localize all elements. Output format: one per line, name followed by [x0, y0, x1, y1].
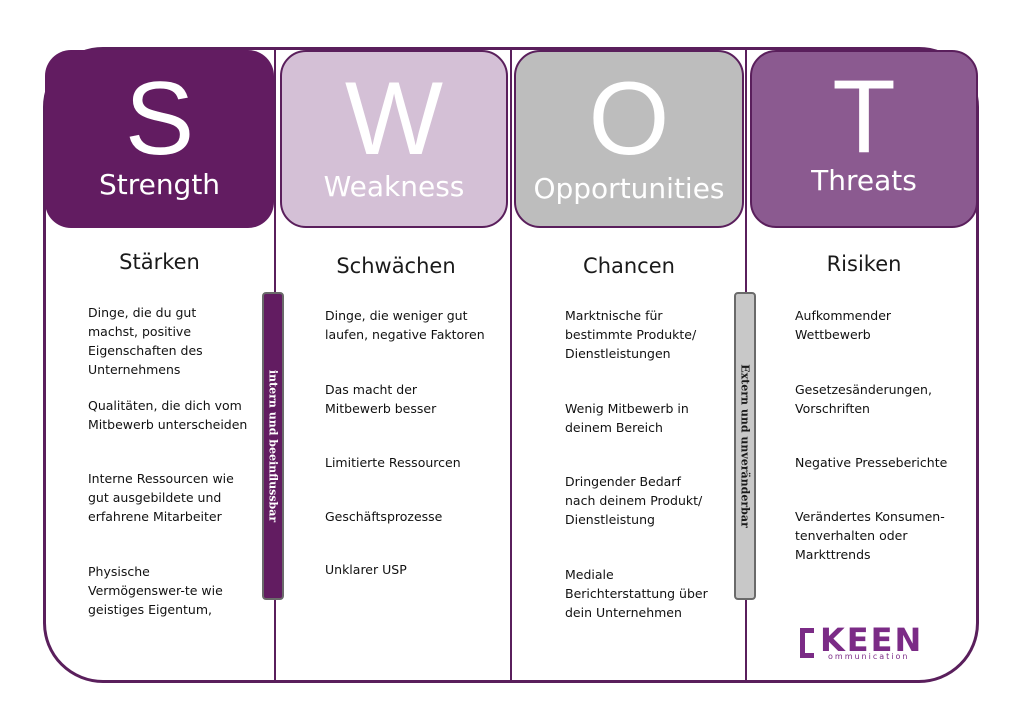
weakness-item: Limitierte Ressourcen [325, 455, 461, 470]
header-threats: T Threats [750, 50, 978, 228]
opportunities-item: Marktnische für bestimmte Produkte/ Dien… [565, 308, 697, 361]
weakness-item: Das macht der Mitbewerb besser [325, 382, 437, 416]
word-weakness: Weakness [323, 170, 465, 203]
external-label: Extern und unveränderbar [738, 364, 752, 528]
header-strength: S Strength [45, 50, 274, 228]
opportunities-item: Mediale Berichterstattung über dein Unte… [565, 567, 708, 620]
keen-logo: KEEN ommunication [798, 621, 924, 664]
letter-t: T [832, 59, 896, 175]
letter-s: S [124, 61, 195, 177]
strength-item: Qualitäten, die dich vom Mitbewerb unter… [88, 398, 248, 432]
subtitle-risiken: Risiken [826, 252, 902, 276]
swot-frame [43, 47, 979, 683]
weakness-item: Unklarer USP [325, 562, 407, 577]
subtitle-staerken: Stärken [119, 250, 200, 274]
word-opportunities: Opportunities [533, 172, 725, 205]
strength-item: Interne Ressourcen wie gut ausgebildete … [88, 471, 234, 524]
internal-label-bar: intern und beeinflussbar [262, 292, 284, 600]
word-threats: Threats [811, 164, 917, 197]
subtitle-schwaechen: Schwächen [336, 254, 456, 278]
threats-item: Aufkommender Wettbewerb [795, 308, 892, 342]
logo-bracket-icon [800, 628, 814, 658]
logo-word: KEEN [820, 621, 924, 659]
letter-w: W [344, 61, 444, 177]
internal-label: intern und beeinflussbar [266, 369, 280, 523]
weakness-item: Geschäftsprozesse [325, 509, 443, 524]
subtitle-chancen: Chancen [583, 254, 675, 278]
logo-sub: ommunication [828, 652, 910, 661]
threats-item: Negative Presseberichte [795, 455, 948, 470]
strength-item: Dinge, die du gut machst, positive Eigen… [88, 305, 203, 377]
weakness-item: Dinge, die weniger gut laufen, negative … [325, 308, 485, 342]
opportunities-item: Dringender Bedarf nach deinem Produkt/ D… [565, 474, 703, 527]
opportunities-item: Wenig Mitbewerb in deinem Bereich [565, 401, 689, 435]
word-strength: Strength [98, 168, 221, 201]
external-label-bar: Extern und unveränderbar [734, 292, 756, 600]
divider-2 [510, 50, 512, 680]
threats-item: Gesetzesänderungen, Vorschriften [795, 382, 932, 416]
threats-item: Verändertes Konsumen-tenverhalten oder M… [795, 509, 945, 562]
letter-o: O [588, 61, 670, 177]
strength-item: Physische Vermögenswer-te wie geistiges … [88, 564, 223, 617]
header-opportunities: O Opportunities [514, 50, 744, 228]
header-weakness: W Weakness [280, 50, 508, 228]
